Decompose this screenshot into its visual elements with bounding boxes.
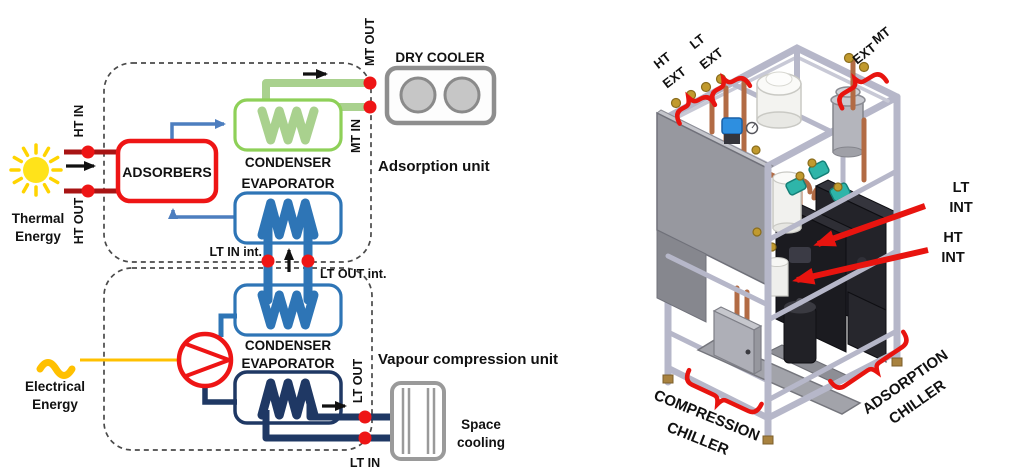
pump-blue	[721, 117, 743, 135]
brace-adsorption	[828, 329, 909, 390]
compression-evaporator-box	[233, 370, 343, 425]
ac-power-icon	[36, 359, 76, 379]
brace-lt-ext	[710, 72, 753, 107]
label-mt-ext-1: MT	[869, 24, 893, 47]
port-dot-mt-in	[363, 100, 377, 114]
port-dot-lt-out	[358, 410, 372, 424]
label-ht-ext-1: HT	[651, 49, 674, 72]
chiller-3d-render: HT EXT LT EXT MT EXT LT INT HT INT COMPR…	[651, 24, 973, 459]
circulation-pumps	[721, 117, 851, 202]
ht-lines	[64, 145, 118, 198]
adsorption-evaporator-label: EVAPORATOR	[241, 176, 334, 191]
annotation-braces	[675, 72, 909, 415]
port-dot-ht-out	[81, 184, 95, 198]
port-label-mt-in: MT IN	[349, 119, 363, 153]
port-label-lt-in: LT IN	[350, 456, 380, 470]
adsorption-condenser-label: CONDENSER	[245, 155, 332, 170]
adsorption-unit-title: Adsorption unit	[378, 158, 490, 175]
compression-unit-title: Vapour compression unit	[378, 351, 558, 368]
arrow-lt-int	[813, 203, 927, 247]
adsorption-evaporator-box	[233, 191, 343, 245]
label-lt-ext-2: EXT	[697, 45, 726, 72]
port-dot-lt-in-int	[261, 254, 275, 268]
brace-ht-ext	[675, 91, 718, 126]
brace-compression	[684, 367, 764, 415]
sun-icon	[9, 143, 63, 197]
label-lt-int-2: INT	[949, 200, 973, 216]
label-ht-int-2: INT	[941, 250, 965, 266]
electrical-energy-label-1: Electrical	[25, 379, 85, 394]
process-flow-diagram: Thermal Energy HT IN HT OUT CONDENSER DR…	[9, 18, 558, 470]
lt-int-port	[789, 247, 811, 263]
port-label-ht-in: HT IN	[72, 105, 86, 138]
compressor-cylinder	[766, 298, 848, 383]
pipe-compressor-to-evaporator	[202, 384, 237, 405]
fan-icon	[399, 76, 437, 114]
port-dot-lt-out-int	[301, 254, 315, 268]
adsorption-condenser-coil	[257, 106, 319, 145]
label-ht-int-1: HT	[943, 230, 962, 246]
port-label-ht-out: HT OUT	[72, 197, 86, 244]
pressure-gauge	[745, 121, 759, 135]
port-label-lt-out: LT OUT	[351, 359, 365, 404]
compression-condenser-label: CONDENSER	[245, 338, 332, 353]
label-lt-ext-1: LT	[687, 31, 708, 52]
port-label-lt-out-int: LT OUT int.	[320, 267, 386, 281]
dry-cooler	[384, 65, 497, 126]
adsorbers-label: ADSORBERS	[122, 164, 211, 180]
adsorbers-box	[115, 138, 219, 204]
space-cooling-label-1: Space	[461, 417, 501, 432]
thermal-energy-label-1: Thermal	[12, 211, 65, 226]
space-cooling-label-2: cooling	[457, 435, 505, 450]
dry-cooler-label: DRY COOLER	[395, 50, 485, 65]
pipe-condenser-to-compressor	[218, 313, 237, 337]
fan-icon	[443, 76, 481, 114]
adsorption-unit-boundary	[103, 62, 372, 263]
port-label-mt-out: MT OUT	[363, 18, 377, 66]
heat-exchanger-vessel	[830, 86, 866, 158]
fan-coil-unit	[390, 381, 446, 461]
compression-evaporator-coil	[257, 378, 319, 420]
port-dot-lt-in	[358, 431, 372, 445]
compression-condenser-coil	[257, 290, 319, 330]
arrow-ht-int	[792, 247, 929, 285]
compressor-icon	[176, 331, 234, 389]
panel-grey	[656, 109, 774, 323]
expansion-vessel	[756, 71, 802, 129]
frame-feet	[662, 357, 903, 445]
electrical-energy-label-2: Energy	[32, 397, 78, 412]
brace-mt-ext	[837, 72, 890, 111]
refrigerant-arrow-to-adsorbers	[168, 208, 236, 219]
thermal-energy-label-2: Energy	[15, 229, 61, 244]
port-dot-ht-in	[81, 145, 95, 159]
refrigerant-arrow-to-condenser	[170, 119, 226, 141]
compression-evaporator-label: EVAPORATOR	[241, 356, 334, 371]
electrical-box	[712, 306, 763, 376]
label-lt-int-1: LT	[953, 180, 970, 196]
port-dot-mt-out	[363, 76, 377, 90]
port-label-lt-in-int: LT IN int.	[209, 245, 262, 259]
compression-condenser-box	[233, 283, 343, 337]
compression-unit-boundary	[103, 267, 373, 451]
adsorption-evaporator-coil	[257, 198, 319, 240]
